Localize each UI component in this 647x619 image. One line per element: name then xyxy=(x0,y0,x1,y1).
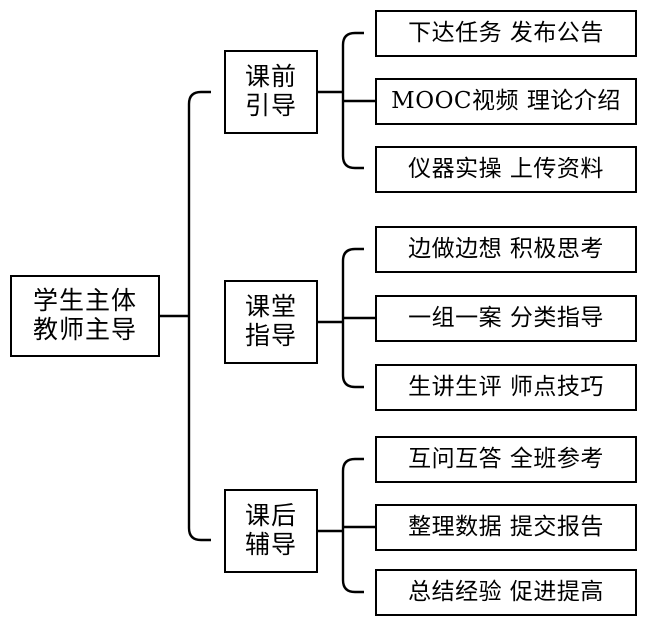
node-leaf-1-2[interactable]: MOOC视频 理论介绍 xyxy=(375,78,637,125)
connector-branch-3-trunk xyxy=(341,457,364,594)
node-branch-in-class[interactable]: 课堂 指导 xyxy=(224,280,318,364)
node-leaf-1-1[interactable]: 下达任务 发布公告 xyxy=(375,10,637,57)
connector-main-trunk xyxy=(187,90,211,542)
node-leaf-3-3[interactable]: 总结经验 促进提高 xyxy=(375,569,637,616)
node-leaf-3-1[interactable]: 互问互答 全班参考 xyxy=(375,436,637,483)
connector-branch-1-trunk xyxy=(341,31,364,170)
node-leaf-2-2[interactable]: 一组一案 分类指导 xyxy=(375,295,637,342)
node-leaf-2-1[interactable]: 边做边想 积极思考 xyxy=(375,226,637,273)
node-leaf-1-3[interactable]: 仪器实操 上传资料 xyxy=(375,146,637,193)
connector-branch-2-trunk xyxy=(341,247,364,389)
node-leaf-2-3[interactable]: 生讲生评 师点技巧 xyxy=(375,364,637,411)
node-branch-post-class[interactable]: 课后 辅导 xyxy=(224,489,318,573)
node-leaf-3-2[interactable]: 整理数据 提交报告 xyxy=(375,504,637,551)
node-branch-pre-class[interactable]: 课前 引导 xyxy=(224,50,318,134)
node-root[interactable]: 学生主体 教师主导 xyxy=(10,275,160,357)
